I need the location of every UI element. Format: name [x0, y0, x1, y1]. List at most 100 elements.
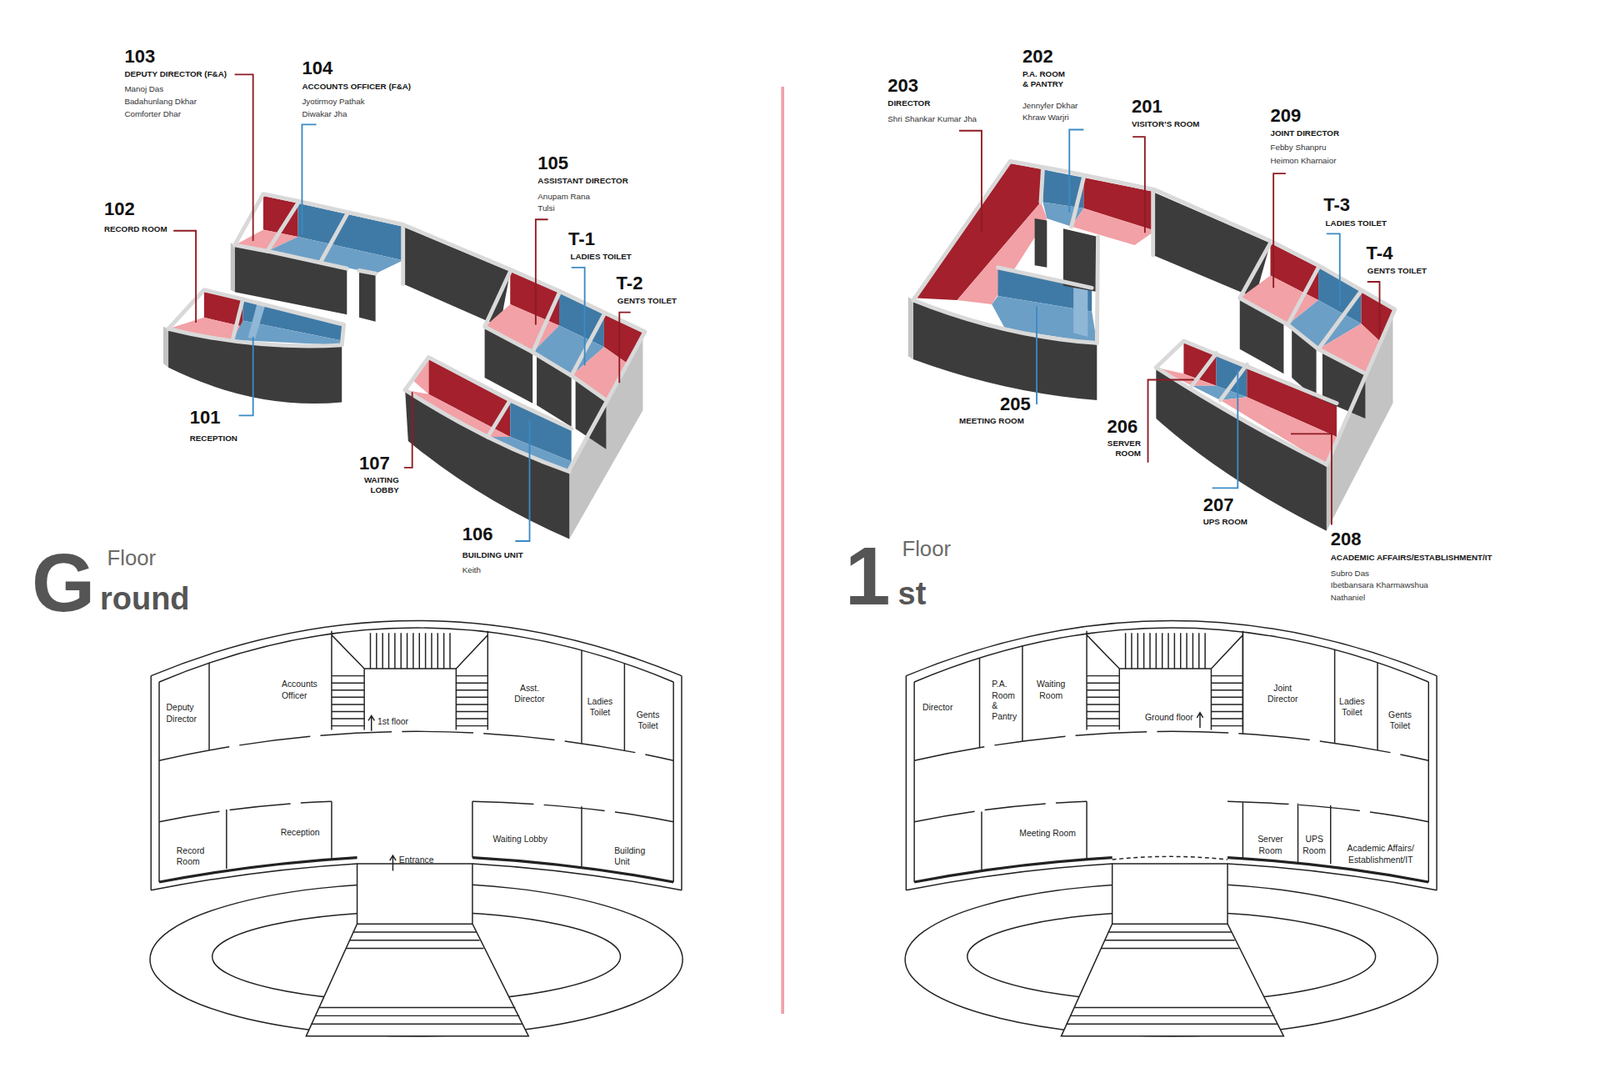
first-floor-model	[998, 267, 1093, 288]
ground-floor-model	[405, 390, 570, 540]
first-floor-model	[1071, 177, 1085, 227]
ground-floor-plan	[368, 715, 375, 730]
divider-line	[780, 86, 785, 1014]
ground-floor-model	[248, 303, 266, 340]
staff-name: Keith	[462, 565, 481, 575]
ground-floor-model	[235, 194, 645, 470]
callout-number: T-4	[1366, 244, 1394, 263]
staff-name: Nathaniel	[1330, 592, 1365, 603]
ground-floor-model	[359, 270, 376, 321]
plan-room-label: Academic Affairs/ Establishment/IT	[1345, 842, 1417, 865]
callout-number: 201	[1131, 96, 1163, 115]
ground-floor-model	[235, 245, 348, 315]
plan-room-label: Ladies Toilet	[585, 695, 616, 718]
callout-number: 205	[1000, 395, 1031, 414]
ground-floor-plan	[159, 800, 332, 821]
ground-floor-model	[239, 336, 254, 415]
floor-title: G	[31, 542, 95, 625]
first-floor-plan	[914, 800, 1087, 821]
first-floor-model	[908, 130, 1395, 531]
first-floor-model	[1036, 130, 1340, 489]
ground-floor-model	[359, 270, 376, 274]
plan-room-label: P.A. Room & Pantry	[991, 678, 1019, 722]
first-floor-plan	[905, 620, 1438, 1035]
ground-floor-model	[515, 420, 530, 540]
plan-room-label: Ground floor	[1145, 712, 1194, 724]
ground-floor-model	[320, 214, 347, 263]
callout-number: 101	[190, 408, 221, 427]
ground-floor-model	[485, 271, 607, 400]
ground-floor-model	[404, 391, 413, 468]
room-title: WAITING LOBBY	[355, 475, 399, 496]
ground-floor-model	[168, 328, 342, 404]
ground-floor-plan	[150, 620, 683, 1035]
ground-floor-model	[163, 326, 169, 368]
plan-room-label: Accounts Officer	[281, 678, 323, 700]
plan-room-label: Server Room	[1255, 833, 1286, 855]
plan-room-label: Ladies Toilet	[1336, 695, 1368, 718]
plan-room-label: Waiting Lobby	[492, 833, 548, 845]
first-floor-model	[1273, 173, 1286, 288]
first-floor-model	[913, 300, 1097, 343]
first-floor-plan	[1227, 800, 1429, 821]
room-title: GENTS TOILET	[617, 295, 677, 306]
plan-room-label: Building Unit	[614, 845, 650, 867]
room-title: RECEPTION	[190, 433, 238, 444]
first-floor-model	[908, 296, 914, 360]
first-floor-plan	[1196, 712, 1203, 728]
first-floor-model	[1212, 369, 1239, 488]
first-floor-model	[1191, 353, 1216, 386]
ground-floor-model	[173, 230, 196, 323]
first-floor-model	[1290, 433, 1332, 525]
first-floor-model	[913, 160, 1395, 465]
first-floor-model	[1153, 191, 1271, 298]
first-floor-model	[1155, 367, 1326, 531]
plan-room-label: Gents Toilet	[1385, 709, 1416, 731]
staff-name: Shri Shankar Kumar Jha	[887, 114, 977, 125]
ground-floor-model	[301, 124, 316, 235]
first-floor-model	[913, 300, 1097, 400]
ground-floor-model	[232, 299, 243, 340]
callout-number: 208	[1330, 530, 1362, 549]
ground-floor-model	[173, 74, 631, 467]
plan-room-label: Gents Toilet	[632, 709, 664, 731]
staff-name: Subro Das	[1330, 568, 1370, 579]
plan-room-label: Deputy Director	[166, 701, 202, 724]
ground-floor-model	[619, 312, 630, 383]
floor-title: Floor	[107, 546, 157, 569]
callout-number: T-2	[616, 273, 644, 292]
floor-title: Floor	[901, 537, 951, 560]
room-title: MEETING ROOM	[959, 416, 1025, 427]
first-floor-model	[1240, 242, 1366, 374]
first-floor-model	[1155, 367, 1326, 465]
floor-title: st	[898, 577, 927, 610]
ground-floor-model	[535, 219, 549, 325]
ground-floor-model	[571, 314, 605, 375]
ground-floor-plan	[390, 855, 396, 870]
room-title: ASSISTANT DIRECTOR	[537, 176, 629, 187]
ground-floor-model	[400, 226, 405, 285]
first-floor-model	[1287, 267, 1319, 325]
first-floor-plan	[914, 730, 1429, 760]
staff-name: Ibetbansara Kharmawshua	[1330, 580, 1429, 591]
room-title: LADIES TOILET	[570, 251, 631, 262]
ground-floor-model	[532, 292, 560, 352]
callout-number: T-1	[568, 230, 595, 249]
staff-name: Heimon Kharnaior	[1270, 155, 1336, 166]
first-floor-model	[913, 160, 1395, 465]
ground-floor-model	[168, 328, 342, 346]
room-title: VISITOR’S ROOM	[1131, 119, 1200, 130]
room-title: BUILDING UNIT	[462, 550, 524, 560]
first-floor-model	[1326, 233, 1340, 306]
ground-floor-model	[163, 74, 645, 541]
ground-floor-model	[230, 242, 235, 292]
ground-floor-model	[571, 267, 585, 366]
floor-title: 1	[845, 535, 890, 618]
plan-room-label: Reception	[280, 826, 320, 838]
room-title: ACCOUNTS OFFICER (F&A)	[301, 81, 411, 92]
first-floor-model	[1150, 191, 1155, 255]
staff-name: Anupam Rana	[537, 191, 590, 202]
ground-floor-model	[239, 124, 585, 541]
callout-number: 207	[1203, 495, 1235, 515]
plan-room-label: 1st floor	[377, 716, 409, 728]
